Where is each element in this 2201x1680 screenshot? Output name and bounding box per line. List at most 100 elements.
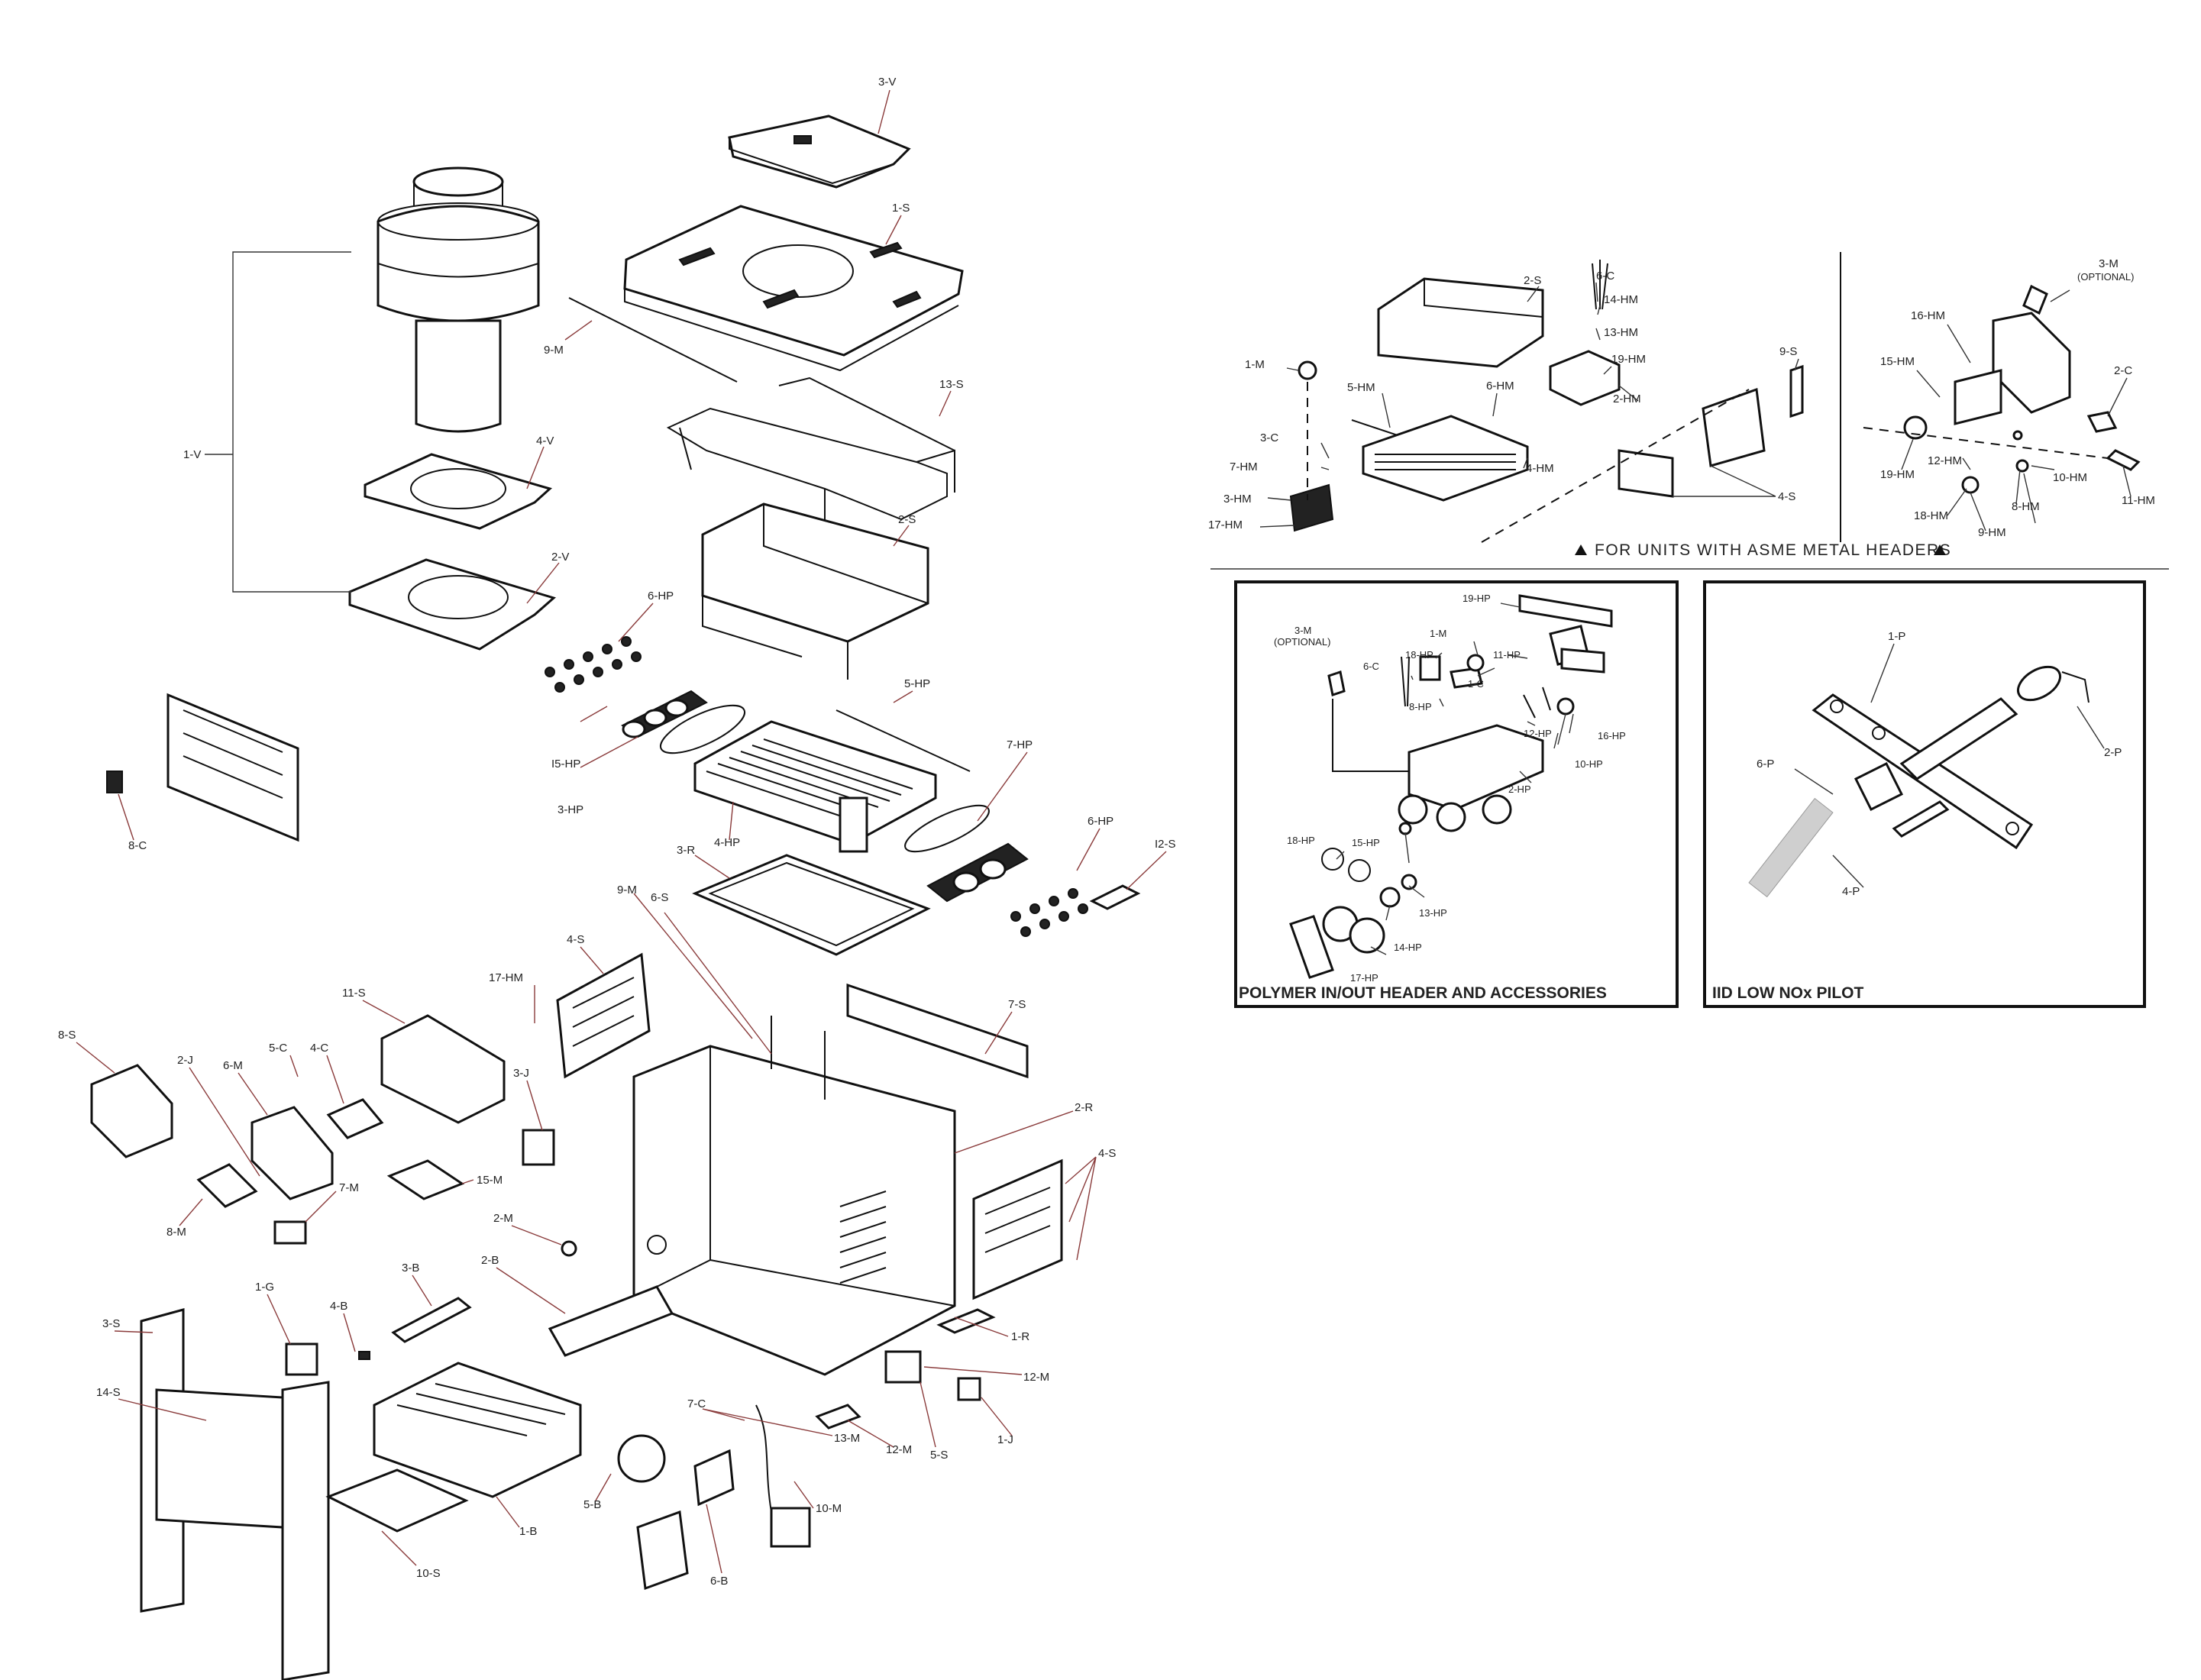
gas-valve-part <box>285 1342 318 1376</box>
control-cover-part <box>380 1014 506 1124</box>
return-header-part <box>904 804 1029 903</box>
label-2-s: 2-S <box>898 513 916 526</box>
label-polymer-15-hp: 15-HP <box>1352 837 1380 848</box>
main-heater-exploded-view: 3-V 1-S 9-M 1-V 13-S 4-V 2-V 2-S 6-HP 5-… <box>58 76 1176 1680</box>
burner-tray-part <box>373 1362 582 1498</box>
label-9-m: 9-M <box>544 344 564 357</box>
label-15-hp: I5-HP <box>551 758 580 771</box>
label-polymer-17-hp: 17-HP <box>1350 972 1378 984</box>
label-asme-2-c: 2-C <box>2114 364 2132 377</box>
label-asme-2-hm: 2-HM <box>1613 393 1641 405</box>
label-8-s: 8-S <box>58 1029 76 1042</box>
control-board-part <box>106 693 299 842</box>
label-asme-4-hm: 4-HM <box>1526 462 1554 475</box>
cabinet-chassis-part <box>632 1016 956 1376</box>
label-6-m: 6-M <box>223 1059 243 1072</box>
gasket-set-upper <box>545 636 642 693</box>
label-10-s: 10-S <box>416 1567 441 1580</box>
polymer-panel-title: POLYMER IN/OUT HEADER AND ACCESSORIES <box>1239 984 1607 1002</box>
label-5-s: 5-S <box>930 1449 948 1462</box>
label-7-s: 7-S <box>1008 998 1026 1011</box>
label-2-j: 2-J <box>177 1054 193 1067</box>
label-13-s: 13-S <box>939 378 964 391</box>
label-asme-12-hm: 12-HM <box>1928 454 1962 467</box>
circuit-cover-part <box>326 1098 384 1139</box>
label-asme-19-hm: 19-HM <box>1611 353 1646 366</box>
bracket-part <box>815 1404 861 1430</box>
keypad-part <box>273 1220 307 1245</box>
label-12-m-lower: 12-M <box>886 1443 912 1456</box>
label-9-m-lower: 9-M <box>617 884 637 897</box>
label-3-r: 3-R <box>677 844 695 857</box>
label-polymer-6-c: 6-C <box>1363 661 1379 672</box>
label-5-c: 5-C <box>269 1042 287 1055</box>
label-asme-1-m: 1-M <box>1245 358 1265 371</box>
label-asme-8-hm: 8-HM <box>2012 500 2040 513</box>
vent-plate-upper <box>364 453 553 530</box>
front-door-part <box>140 1308 330 1680</box>
label-1-g: 1-G <box>255 1281 274 1294</box>
label-polymer-1-m: 1-M <box>1430 628 1446 639</box>
label-6-hp-lower: 6-HP <box>1088 815 1113 828</box>
label-polymer-8-hp: 8-HP <box>1409 701 1432 712</box>
relay-part <box>957 1377 981 1401</box>
label-polymer-14-hp: 14-HP <box>1394 942 1422 953</box>
manifold-part <box>391 1297 472 1343</box>
pilot-panel: 1-P 2-P 6-P 4-P IID LOW NOx PILOT <box>1703 580 2146 1008</box>
label-asme-3-hm: 3-HM <box>1223 493 1252 506</box>
label-3-s: 3-S <box>102 1317 120 1330</box>
label-polymer-2-hp: 2-HP <box>1508 783 1531 795</box>
label-5-hp: 5-HP <box>904 677 930 690</box>
leader-lines-main <box>76 89 1167 1574</box>
label-4-c: 4-C <box>310 1042 328 1055</box>
blower-part <box>617 1434 666 1483</box>
shield-part <box>325 1468 469 1533</box>
label-polymer-10-hp: 10-HP <box>1575 758 1603 770</box>
label-1-b: 1-B <box>519 1525 537 1538</box>
polymer-header-panel: 19-HP 3-M (OPTIONAL) 1-M 18-HP 6-C 11-HP… <box>1234 580 1679 1008</box>
heat-exchanger-part <box>693 720 937 853</box>
label-3-hp: 3-HP <box>558 803 583 816</box>
label-polymer-18-hp-lower: 18-HP <box>1287 835 1315 846</box>
label-3-v: 3-V <box>878 76 896 89</box>
label-7-m: 7-M <box>339 1181 359 1194</box>
label-asme-6-c: 6-C <box>1596 270 1614 283</box>
label-5-b: 5-B <box>583 1498 601 1511</box>
label-6-s: 6-S <box>651 891 668 904</box>
label-asme-2-s: 2-S <box>1524 274 1541 287</box>
label-1-v: 1-V <box>183 448 201 461</box>
callout-labels-asme: 2-S 6-C 14-HM 13-HM 19-HM 2-HM 1-M 5-HM … <box>1208 257 2155 539</box>
callout-labels-main: 3-V 1-S 9-M 1-V 13-S 4-V 2-V 2-S 6-HP 5-… <box>58 76 1176 1588</box>
label-4-hp: 4-HP <box>714 836 740 849</box>
label-6-hp-upper: 6-HP <box>648 590 674 603</box>
label-4-v: 4-V <box>536 435 554 447</box>
label-asme-4-s: 4-S <box>1778 490 1795 503</box>
flue-collector-part <box>701 502 929 680</box>
callout-labels-pilot: 1-P 2-P 6-P 4-P <box>1757 630 2122 898</box>
side-panel-upper <box>556 952 651 1079</box>
blower-housing-part <box>636 1510 689 1591</box>
label-8-c: 8-C <box>128 839 147 852</box>
vent-plate-lower <box>348 558 557 651</box>
label-polymer-13-hp: 13-HP <box>1419 907 1447 919</box>
label-asme-15-hm: 15-HM <box>1880 355 1915 368</box>
label-asme-9-s: 9-S <box>1779 345 1797 358</box>
label-12-m: 12-M <box>1023 1371 1049 1384</box>
label-1-s: 1-S <box>892 202 910 215</box>
label-17-hm: 17-HM <box>489 971 523 984</box>
label-13-m: 13-M <box>834 1432 860 1445</box>
orifice-part <box>358 1351 370 1360</box>
label-14-s: 14-S <box>96 1386 121 1399</box>
label-2-v: 2-V <box>551 551 569 564</box>
vent-stack-part <box>377 166 540 433</box>
label-3-j: 3-J <box>513 1067 529 1080</box>
label-polymer-19-hp: 19-HP <box>1462 593 1491 604</box>
asme-note-text: FOR UNITS WITH ASME METAL HEADERS <box>1595 541 1951 559</box>
gasket-plate-part <box>693 1449 735 1507</box>
label-polymer-12-hp: 12-HP <box>1524 728 1552 739</box>
label-asme-6-hm: 6-HM <box>1486 380 1514 393</box>
access-door-part <box>90 1064 173 1158</box>
label-asme-3-m: 3-M <box>2099 257 2119 270</box>
label-6-b: 6-B <box>710 1575 728 1588</box>
asme-metal-headers-view: 2-S 6-C 14-HM 13-HM 19-HM 2-HM 1-M 5-HM … <box>1208 252 2155 559</box>
